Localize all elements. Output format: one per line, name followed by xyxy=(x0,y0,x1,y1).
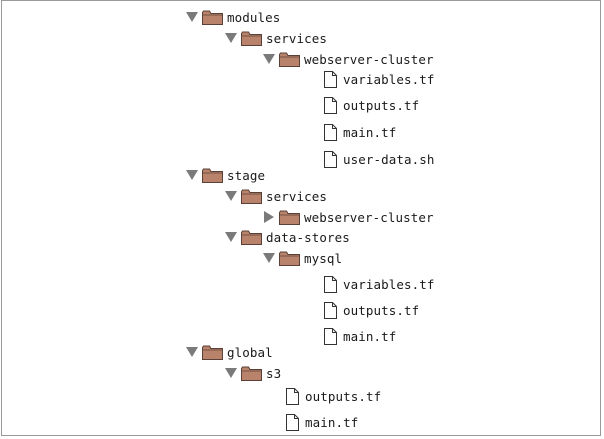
file-icon xyxy=(324,96,337,114)
tree-item-label: modules xyxy=(227,9,281,25)
tree-item-webserver-cluster[interactable]: webserver-cluster xyxy=(263,49,434,69)
tree-item-label: data-stores xyxy=(266,229,350,245)
tree-item-services[interactable]: services xyxy=(225,28,327,48)
tree-file[interactable]: outputs.tf xyxy=(286,386,381,406)
tree-file-label: outputs.tf xyxy=(343,302,420,318)
folder-icon xyxy=(241,230,262,245)
tree-item-data-stores[interactable]: data-stores xyxy=(225,227,350,247)
tree-file[interactable]: main.tf xyxy=(286,412,358,432)
tree-file-label: main.tf xyxy=(305,414,359,430)
triangle-down-icon[interactable] xyxy=(225,32,237,44)
folder-icon xyxy=(202,10,223,25)
tree-file-label: outputs.tf xyxy=(343,97,420,113)
triangle-down-icon[interactable] xyxy=(186,346,198,358)
tree-item-modules[interactable]: modules xyxy=(186,7,280,27)
tree-file[interactable]: outputs.tf xyxy=(324,300,419,320)
file-icon xyxy=(324,150,337,168)
tree-file-label: variables.tf xyxy=(343,276,435,292)
file-icon xyxy=(324,301,337,319)
tree-item-label: webserver-cluster xyxy=(304,51,434,67)
tree-item-label: mysql xyxy=(304,250,343,266)
folder-icon xyxy=(202,168,223,183)
tree-item-s3[interactable]: s3 xyxy=(225,363,281,383)
tree-file[interactable]: main.tf xyxy=(324,122,396,142)
tree-file-label: main.tf xyxy=(343,328,397,344)
tree-item-label: stage xyxy=(227,167,266,183)
triangle-down-icon[interactable] xyxy=(225,190,237,202)
tree-file[interactable]: variables.tf xyxy=(324,274,435,294)
triangle-down-icon[interactable] xyxy=(263,53,275,65)
folder-icon xyxy=(279,210,300,225)
tree-item-stage[interactable]: stage xyxy=(186,165,265,185)
tree-item-label: s3 xyxy=(266,365,282,381)
triangle-down-icon[interactable] xyxy=(225,231,237,243)
folder-icon xyxy=(202,345,223,360)
tree-item-webserver-cluster[interactable]: webserver-cluster xyxy=(263,207,434,227)
tree-item-label: webserver-cluster xyxy=(304,209,434,225)
tree-file-label: outputs.tf xyxy=(305,388,382,404)
file-icon xyxy=(324,327,337,345)
folder-icon xyxy=(279,251,300,266)
triangle-down-icon[interactable] xyxy=(263,252,275,264)
file-icon xyxy=(324,70,337,88)
tree-item-label: services xyxy=(266,188,328,204)
tree-file-label: variables.tf xyxy=(343,71,435,87)
tree-item-global[interactable]: global xyxy=(186,342,273,362)
folder-icon xyxy=(241,189,262,204)
tree-item-services[interactable]: services xyxy=(225,186,327,206)
folder-icon xyxy=(241,31,262,46)
folder-icon xyxy=(279,52,300,67)
tree-item-mysql[interactable]: mysql xyxy=(263,248,342,268)
triangle-down-icon[interactable] xyxy=(186,11,198,23)
tree-file-label: user-data.sh xyxy=(343,151,435,167)
file-icon xyxy=(324,123,337,141)
file-icon xyxy=(286,387,299,405)
tree-item-label: services xyxy=(266,30,328,46)
triangle-down-icon[interactable] xyxy=(225,367,237,379)
tree-file[interactable]: main.tf xyxy=(324,326,396,346)
tree-file-label: main.tf xyxy=(343,124,397,140)
triangle-right-icon[interactable] xyxy=(263,211,275,223)
tree-file[interactable]: outputs.tf xyxy=(324,95,419,115)
file-icon xyxy=(324,275,337,293)
folder-icon xyxy=(241,366,262,381)
triangle-down-icon[interactable] xyxy=(186,169,198,181)
file-icon xyxy=(286,413,299,431)
tree-file[interactable]: variables.tf xyxy=(324,69,435,89)
tree-item-label: global xyxy=(227,344,273,360)
tree-file[interactable]: user-data.sh xyxy=(324,149,435,169)
